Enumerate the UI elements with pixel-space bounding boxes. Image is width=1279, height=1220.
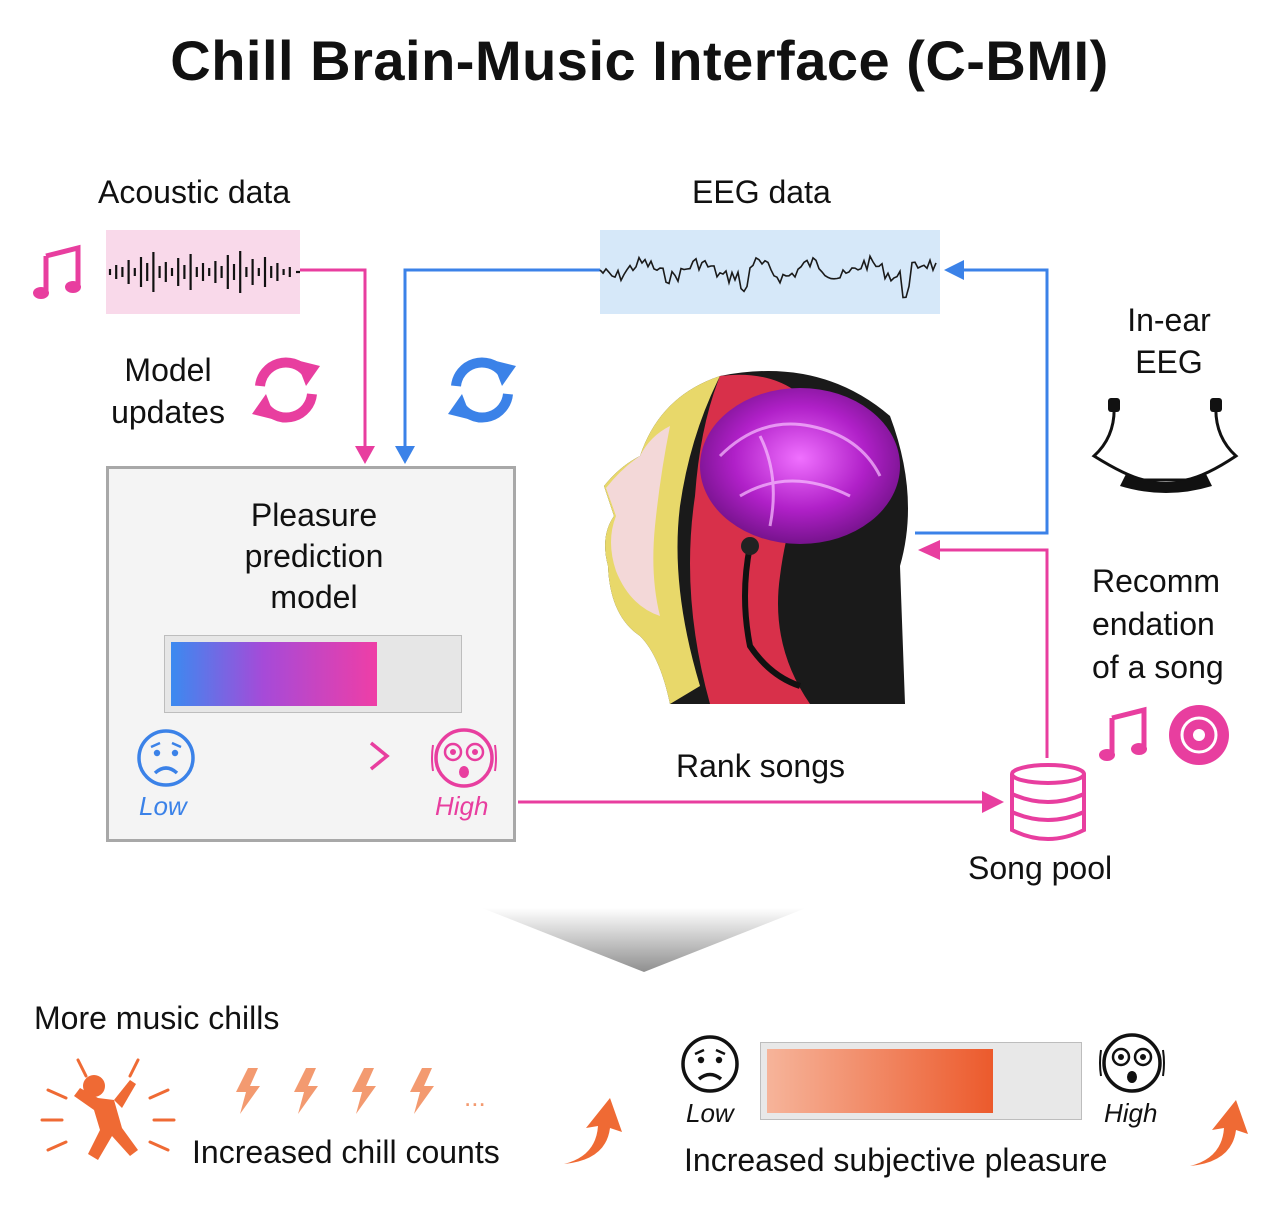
eeg-data-label: EEG data <box>692 174 831 210</box>
result-divider-chevron <box>482 908 806 972</box>
low-sad-face-icon <box>681 1035 739 1093</box>
sad-face-icon <box>137 729 195 787</box>
subjective-pleasure-label: Increased subjective pleasure <box>684 1142 1108 1178</box>
bolts-ellipsis: ... <box>464 1082 486 1112</box>
chills-heading: More music chills <box>34 1000 280 1036</box>
pleasure-bar <box>164 635 462 713</box>
acoustic-waveform <box>106 230 300 314</box>
listener-head-illustration <box>600 356 910 704</box>
pleasure-high-label: High <box>1104 1098 1158 1128</box>
chill-counts-label: Increased chill counts <box>192 1134 500 1170</box>
page-title: Chill Brain-Music Interface (C-BMI) <box>170 29 1109 92</box>
high-excited-face-icon <box>1099 1033 1165 1093</box>
recommend-music-note-icon <box>1099 706 1147 761</box>
database-icon <box>1010 763 1086 841</box>
acoustic-to-model-arrow <box>300 268 375 464</box>
model-low-label: Low <box>139 791 187 821</box>
music-note-icon <box>33 244 81 299</box>
rank-songs-label: Rank songs <box>676 748 845 784</box>
acoustic-data-label: Acoustic data <box>98 174 291 210</box>
refresh-blue-icon <box>448 357 516 423</box>
model-updates-label: Model updates <box>111 352 225 430</box>
increase-arrow-icon <box>564 1098 622 1164</box>
chill-person-icon <box>40 1058 176 1160</box>
eeg-waveform <box>599 230 940 314</box>
chill-bolts-icon <box>236 1068 434 1114</box>
earphones-icon <box>1091 398 1239 493</box>
model-title: Pleasure prediction model <box>244 497 384 615</box>
song-pool-label: Song pool <box>968 850 1113 886</box>
eeg-to-model-arrow <box>395 268 600 464</box>
low-to-high-arrow <box>247 741 390 771</box>
disc-icon <box>1169 705 1229 765</box>
excited-face-icon <box>431 728 497 788</box>
model-to-songpool-arrow <box>518 791 1004 813</box>
model-high-label: High <box>435 791 489 821</box>
increase-arrow-icon-2 <box>1190 1100 1248 1166</box>
recommendation-label: Recomm endation of a song <box>1092 563 1224 685</box>
pleasure-model-panel: Pleasure prediction model Low High <box>106 466 516 842</box>
head-to-eeg-arrow <box>915 260 1049 535</box>
songpool-to-head-arrow <box>918 540 1049 758</box>
subjective-pleasure-bar <box>760 1042 1082 1120</box>
refresh-pink-icon <box>252 357 320 423</box>
in-ear-eeg-label: In-ear EEG <box>1127 302 1211 380</box>
subjective-pleasure-bar-fill <box>767 1049 993 1113</box>
pleasure-low-label: Low <box>686 1098 734 1128</box>
pleasure-bar-fill <box>171 642 377 706</box>
